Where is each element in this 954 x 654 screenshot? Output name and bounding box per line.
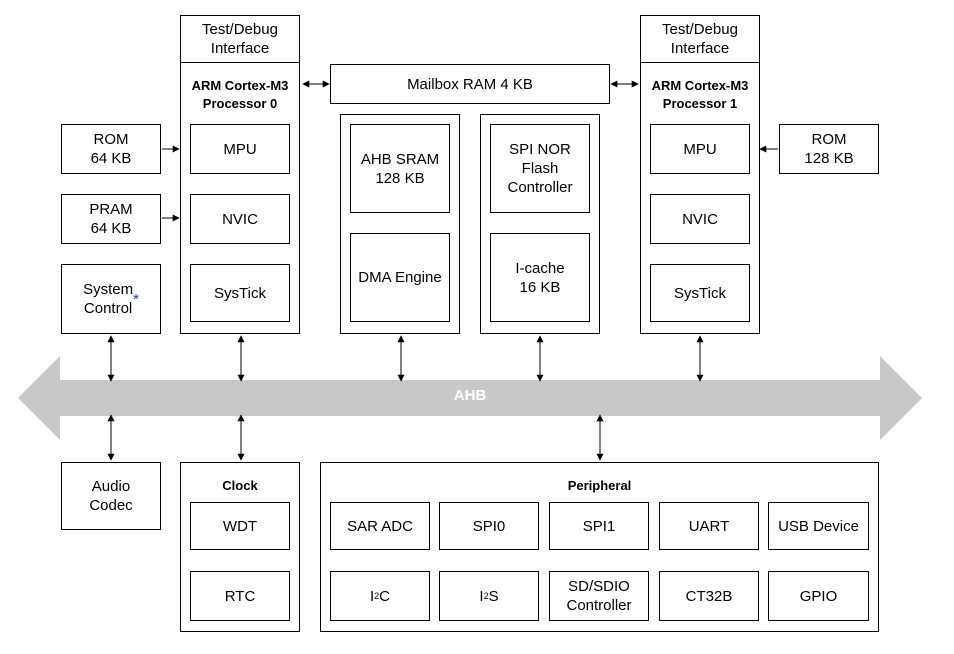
processor-0-systick: SysTick xyxy=(190,264,290,322)
mailbox-ram: Mailbox RAM 4 KB xyxy=(330,64,610,104)
processor-1-title: ARM Cortex-M3 Processor 1 xyxy=(651,78,749,111)
i2c-sup: 2 xyxy=(374,590,380,601)
pram: PRAM 64 KB xyxy=(61,194,161,244)
uart: UART xyxy=(659,502,759,550)
system-control-asterisk: * xyxy=(133,291,139,308)
peripheral-title: Peripheral xyxy=(567,478,632,493)
processor-1-mpu: MPU xyxy=(650,124,750,174)
gpio: GPIO xyxy=(768,571,869,621)
ahb-sram: AHB SRAM 128 KB xyxy=(350,124,450,213)
i2c-base: I xyxy=(369,587,375,605)
ct32b: CT32B xyxy=(659,571,759,621)
processor-0-mpu: MPU xyxy=(190,124,290,174)
ahb-bus-label: AHB xyxy=(453,387,487,404)
dma-engine: DMA Engine xyxy=(350,233,450,322)
system-control: System Control* xyxy=(61,264,161,334)
i2c-rest: C xyxy=(379,587,391,605)
test-debug-interface-0: Test/Debug Interface xyxy=(180,15,300,63)
i-cache: I-cache 16 KB xyxy=(490,233,590,322)
spi1: SPI1 xyxy=(549,502,649,550)
audio-codec: Audio Codec xyxy=(61,462,161,530)
rtc: RTC xyxy=(190,571,290,621)
i2s-rest: S xyxy=(488,587,499,605)
ahb-bus-arrow xyxy=(18,356,922,440)
rom-right: ROM 128 KB xyxy=(779,124,879,174)
processor-1-nvic: NVIC xyxy=(650,194,750,244)
spi0: SPI0 xyxy=(439,502,539,550)
clock-title: Clock xyxy=(222,478,258,493)
processor-0-title: ARM Cortex-M3 Processor 0 xyxy=(191,78,289,111)
sar-adc: SAR ADC xyxy=(330,502,430,550)
sd-sdio-controller: SD/SDIO Controller xyxy=(549,571,649,621)
usb-device: USB Device xyxy=(768,502,869,550)
test-debug-interface-1: Test/Debug Interface xyxy=(640,15,760,63)
rom-left: ROM 64 KB xyxy=(61,124,161,174)
wdt: WDT xyxy=(190,502,290,550)
i2s-base: I xyxy=(479,587,484,605)
i2s-sup: 2 xyxy=(483,590,489,601)
spi-nor-flash-controller: SPI NOR Flash Controller xyxy=(490,124,590,213)
processor-1-systick: SysTick xyxy=(650,264,750,322)
system-control-label: System Control xyxy=(83,281,134,317)
processor-0-nvic: NVIC xyxy=(190,194,290,244)
